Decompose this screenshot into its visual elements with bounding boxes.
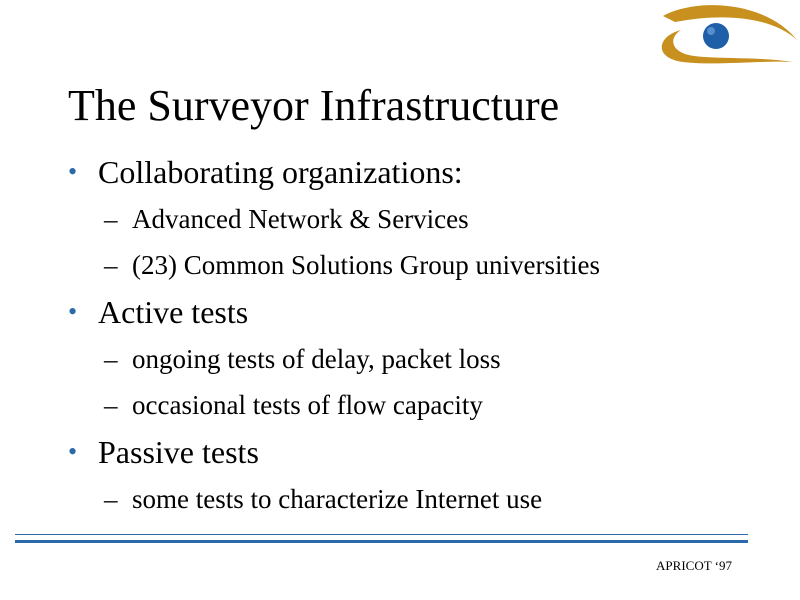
sub-dash: – <box>104 204 118 234</box>
sub-item: – (23) Common Solutions Group universiti… <box>68 248 768 282</box>
bullet-text: Collaborating organizations: <box>98 154 463 190</box>
sub-item-text: ongoing tests of delay, packet loss <box>132 344 501 374</box>
sublist-active-tests: – ongoing tests of delay, packet loss – … <box>68 342 768 422</box>
bullet-dot: • <box>68 157 78 186</box>
slide-title: The Surveyor Infrastructure <box>68 81 560 130</box>
bullet-passive-tests: • Passive tests <box>68 430 768 474</box>
sub-item-text: occasional tests of flow capacity <box>132 390 483 420</box>
sublist-passive-tests: – some tests to characterize Internet us… <box>68 482 768 516</box>
bullet-text: Passive tests <box>98 434 259 470</box>
sub-dash: – <box>104 484 118 514</box>
footer-label: APRICOT ‘97 <box>656 558 732 573</box>
bullet-text: Active tests <box>98 294 249 330</box>
bullet-dot: • <box>68 437 78 466</box>
bullet-active-tests: • Active tests <box>68 290 768 334</box>
sublist-collaborating-organizations: – Advanced Network & Services – (23) Com… <box>68 202 768 282</box>
footer-divider-thick <box>15 540 748 543</box>
sub-item-text: some tests to characterize Internet use <box>132 484 543 514</box>
sub-item: – occasional tests of flow capacity <box>68 388 768 422</box>
sub-item: – ongoing tests of delay, packet loss <box>68 342 768 376</box>
slide-body: • Collaborating organizations: – Advance… <box>68 150 768 524</box>
sub-dash: – <box>104 390 118 420</box>
bullet-collaborating-organizations: • Collaborating organizations: <box>68 150 768 194</box>
sub-dash: – <box>104 344 118 374</box>
eye-logo-icon <box>661 5 797 64</box>
sub-item-text: Advanced Network & Services <box>132 204 469 234</box>
bullet-dot: • <box>68 297 78 326</box>
sub-dash: – <box>104 250 118 280</box>
sub-item: – Advanced Network & Services <box>68 202 768 236</box>
sub-item-text: (23) Common Solutions Group universities <box>132 250 600 280</box>
footer-divider-thin <box>15 534 748 535</box>
sub-item: – some tests to characterize Internet us… <box>68 482 768 516</box>
